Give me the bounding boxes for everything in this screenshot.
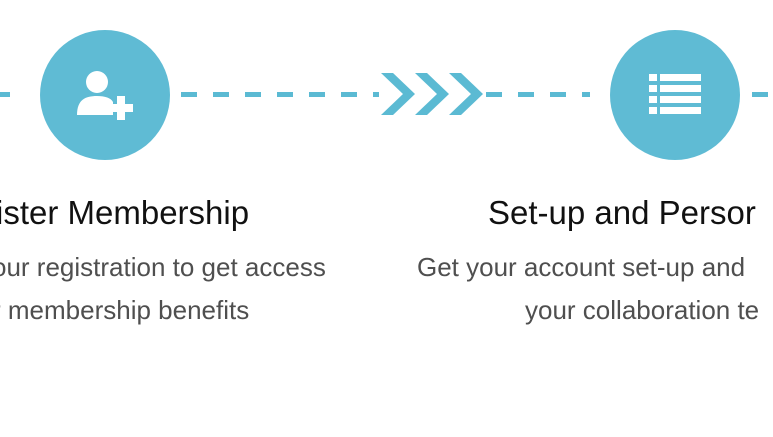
step-2-title: Set-up and Persor xyxy=(488,194,756,231)
add-user-icon xyxy=(77,71,133,120)
step-1-title: ister Membership xyxy=(0,194,250,231)
list-icon xyxy=(649,74,701,114)
step-2-description-line-1: Get your account set-up and xyxy=(417,252,746,282)
step-1-description-line-1: our registration to get access xyxy=(0,252,326,282)
step-1-description: our registration to get access r members… xyxy=(0,246,372,332)
connector-line-middle-right xyxy=(486,92,590,97)
connector-line-right xyxy=(752,92,773,97)
step-2-description-line-2: your collaboration te xyxy=(525,295,760,325)
step-2-description: Get your account set-up and your collabo… xyxy=(417,246,759,332)
connector-line-middle-left xyxy=(181,92,379,97)
step-1-description-line-2: r membership benefits xyxy=(0,295,250,325)
step-2-icon-circle xyxy=(610,30,740,160)
connector-line-left xyxy=(0,92,16,97)
triple-chevron-right-icon xyxy=(381,73,483,115)
step-1-icon-circle xyxy=(40,30,170,160)
